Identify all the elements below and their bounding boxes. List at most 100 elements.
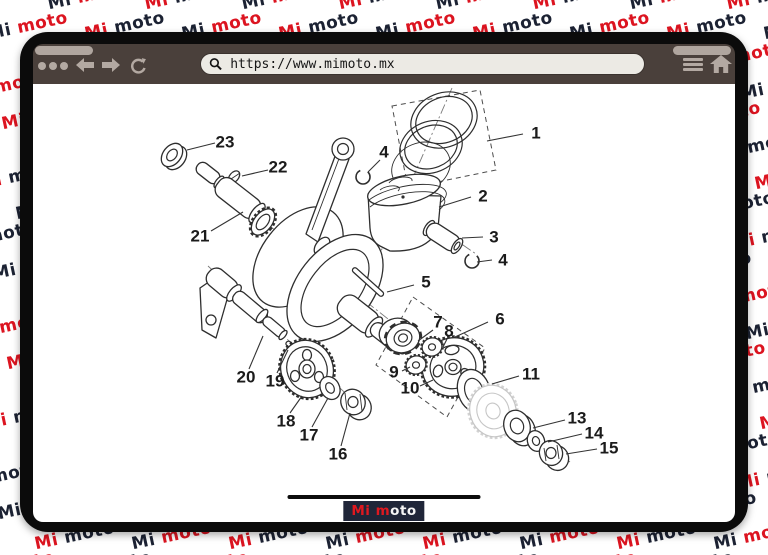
part-nut-16 — [340, 388, 372, 421]
leader-line-7 — [417, 329, 434, 342]
watermark-text: Mi moto — [555, 548, 638, 555]
part-balancer-shaft-20 — [199, 267, 288, 341]
watermark-text: Mi moto — [458, 548, 541, 555]
window-dot-3[interactable] — [60, 62, 68, 70]
part-label-16: 16 — [329, 445, 348, 464]
part-piston-rings-1 — [391, 89, 497, 193]
part-ratchet-hub-7 — [378, 317, 423, 356]
watermark-text: Mi moto — [0, 0, 33, 14]
part-label-9: 9 — [389, 363, 398, 382]
tab-pill-left — [35, 46, 93, 55]
part-crankshaft-21 — [195, 137, 408, 355]
part-label-20: 20 — [237, 368, 256, 387]
back-arrow-icon — [76, 58, 94, 72]
leader-line-8 — [442, 338, 448, 348]
leader-line-5 — [386, 284, 415, 293]
leader-line-15 — [565, 448, 598, 455]
search-icon — [209, 58, 222, 71]
hamburger-icon — [683, 58, 703, 61]
part-nut-15 — [538, 439, 570, 472]
part-label-5: 5 — [421, 273, 430, 292]
part-label-13: 13 — [568, 409, 587, 428]
watermark-text: Mi moto — [264, 548, 347, 555]
leader-line-19 — [276, 349, 289, 374]
url-input[interactable] — [228, 55, 636, 73]
part-circlip-4b — [464, 253, 480, 269]
part-label-23: 23 — [216, 133, 235, 152]
part-label-14: 14 — [585, 424, 604, 443]
part-label-6: 6 — [495, 310, 504, 329]
leader-line-20 — [248, 335, 264, 370]
part-label-17: 17 — [300, 426, 319, 445]
mimoto-logo: Mi moto — [343, 501, 425, 521]
part-label-2: 2 — [478, 187, 487, 206]
watermark-text: Mi moto — [361, 548, 444, 555]
leader-line-2 — [438, 196, 472, 208]
leader-line-4 — [367, 159, 381, 173]
part-nut-23 — [160, 142, 188, 171]
part-circlip-4a — [355, 169, 371, 185]
forward-button[interactable] — [101, 57, 121, 75]
leader-line-13 — [532, 419, 566, 429]
leader-line-21 — [210, 211, 244, 232]
leader-line-4 — [476, 259, 493, 263]
home-button[interactable] — [710, 55, 732, 78]
part-gear-8 — [420, 335, 444, 359]
part-label-22: 22 — [269, 158, 288, 177]
leader-line-18 — [289, 395, 303, 414]
part-washer-17 — [319, 375, 341, 401]
watermark-text: Mi moto — [749, 548, 768, 555]
part-label-1: 1 — [531, 124, 540, 143]
leader-line-1 — [486, 133, 524, 142]
tab-pill-right — [673, 46, 731, 55]
part-label-18: 18 — [277, 412, 296, 431]
part-label-15: 15 — [600, 439, 619, 458]
menu-button[interactable] — [683, 58, 703, 71]
part-label-7: 7 — [433, 313, 442, 332]
part-label-3: 3 — [489, 228, 498, 247]
logo-white-text: oto — [390, 503, 417, 519]
back-button[interactable] — [75, 57, 95, 75]
forward-arrow-icon — [102, 58, 120, 72]
logo-red-text: Mi m — [351, 503, 391, 519]
part-label-11: 11 — [522, 365, 540, 384]
watermark-text: Mi moto — [652, 548, 735, 555]
leader-line-17 — [311, 397, 329, 428]
leader-line-14 — [547, 433, 583, 443]
part-label-4: 4 — [498, 251, 508, 270]
part-piston-pin-3 — [422, 219, 464, 255]
leader-line-10 — [419, 379, 434, 387]
part-label-21: 21 — [191, 227, 210, 246]
window-dot-1[interactable] — [38, 62, 46, 70]
leader-line-6 — [454, 321, 489, 338]
watermark-text: Mi moto — [757, 409, 768, 435]
leader-line-11 — [491, 375, 520, 385]
part-label-8: 8 — [444, 322, 453, 341]
part-label-19: 19 — [266, 372, 285, 391]
home-indicator — [287, 495, 481, 499]
watermark-text: Mi moto — [167, 548, 250, 555]
part-label-10: 10 — [401, 379, 420, 398]
watermark-text: Mi moto — [761, 19, 768, 45]
leader-line-16 — [340, 412, 351, 447]
window-dot-2[interactable] — [49, 62, 57, 70]
part-label-4: 4 — [379, 143, 389, 162]
leader-line-22 — [241, 169, 269, 177]
reload-icon — [130, 58, 146, 74]
address-bar[interactable] — [200, 53, 645, 75]
leader-line-23 — [186, 142, 216, 151]
watermark-text: Mi moto — [70, 548, 153, 555]
watermark-text: Mi moto — [0, 548, 57, 555]
home-icon — [710, 55, 732, 73]
reload-button[interactable] — [129, 57, 149, 75]
part-piston-2 — [367, 173, 447, 252]
part-pin-5 — [351, 267, 385, 297]
leader-line-3 — [461, 236, 484, 239]
browser-chrome — [33, 44, 735, 84]
leader-line-9 — [401, 366, 411, 372]
